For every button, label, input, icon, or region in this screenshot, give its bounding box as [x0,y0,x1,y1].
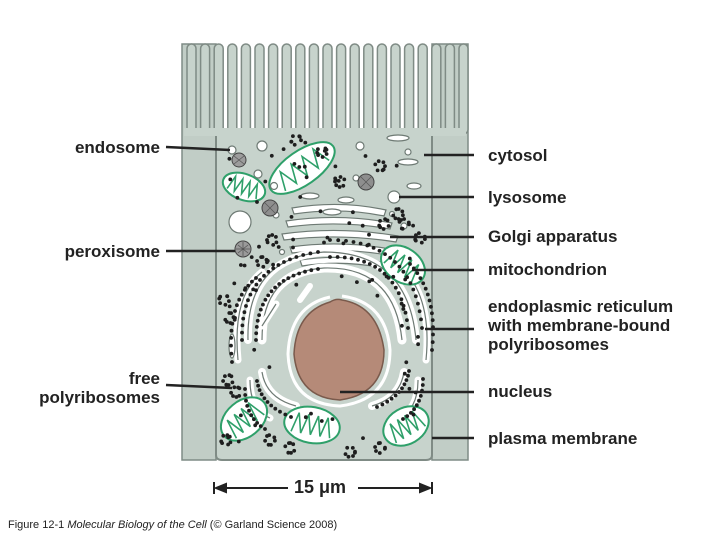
microvillus [295,43,306,135]
microvillus [308,43,320,135]
endosome-texture [233,155,373,215]
microvillus [213,43,224,135]
microvillus [363,43,374,135]
label-lysosome: lysosome [488,188,567,207]
microvillus [458,43,469,135]
label-endosome: endosome [74,138,160,157]
label-endoplasmic-reticulum: endoplasmic reticulum with membrane-boun… [488,297,673,354]
caption-suffix: (© Garland Science 2008) [206,519,338,531]
vesicles [227,134,422,359]
mitochondrion [221,171,267,203]
label-nucleus: nucleus [488,382,553,401]
label-plasma-membrane: plasma membrane [488,429,638,448]
label-free-line2: polyribosomes [39,388,160,407]
label-peroxisome: peroxisome [64,242,160,261]
leader-lines [165,145,474,440]
microvillus [335,43,347,135]
microvillus [240,43,252,135]
label-er-line3: polyribosomes [488,335,609,354]
microvillus [267,43,279,135]
microvillus [349,43,360,135]
microvillus [431,43,442,135]
microvilli [184,43,469,136]
microvillus [254,43,265,135]
peroxisome [234,240,252,258]
microvillus [444,43,456,135]
label-er-line1: endoplasmic reticulum [488,297,674,316]
scale-bar-label: 15 μm [294,477,347,497]
microvillus [417,43,428,135]
microvillus [390,43,401,135]
label-free-polyribosomes: free polyribosomes [39,369,160,407]
label-mitochondrion: mitochondrion [488,260,607,279]
mitochondrion [382,405,430,447]
label-cytosol: cytosol [488,146,548,165]
microvillus [403,43,415,135]
label-free-line1: free [128,369,160,388]
figure-caption: Figure 12-1 Molecular Biology of the Cel… [8,519,337,531]
microvillus [186,43,197,135]
mitochondrion [283,405,341,445]
nuclear-envelope [286,294,392,408]
caption-prefix: Figure 12-1 [8,519,68,531]
nucleus [293,298,385,401]
microvillus [281,43,292,135]
scale-bar [213,482,433,494]
label-er-line2: with membrane-bound [488,316,671,335]
label-golgi-apparatus: Golgi apparatus [488,227,618,246]
microvillus [227,43,238,135]
caption-title: Molecular Biology of the Cell [67,519,207,531]
microvillus [199,43,211,135]
microvillus [322,43,333,135]
microvillus [376,43,388,135]
